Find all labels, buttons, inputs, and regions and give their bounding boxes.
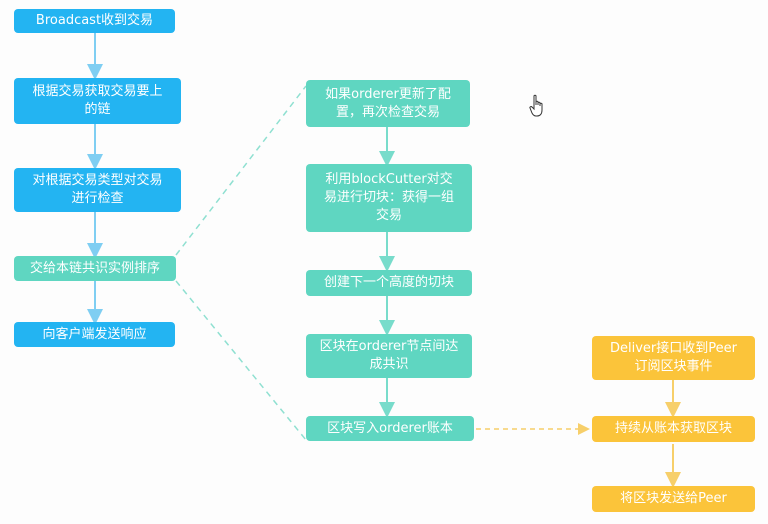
mid-step-create-block[interactable]: 创建下一个高度的切块 [306, 270, 472, 296]
right-step-send-to-peer[interactable]: 将区块发送给Peer [592, 486, 755, 512]
left-step-check-tx[interactable]: 对根据交易类型对交易 进行检查 [14, 168, 181, 212]
left-step-consensus-order[interactable]: 交给本链共识实例排序 [14, 256, 176, 281]
hand-cursor-icon [529, 94, 543, 117]
mid-step-block-cutter[interactable]: 利用blockCutter对交 易进行切块：获得一组 交易 [306, 164, 472, 232]
left-step-get-chain[interactable]: 根据交易获取交易要上 的链 [14, 78, 181, 124]
left-step-broadcast-receive[interactable]: Broadcast收到交易 [14, 9, 175, 33]
mid-step-recheck-config[interactable]: 如果orderer更新了配 置，再次检查交易 [306, 80, 470, 127]
mid-step-block-consensus[interactable]: 区块在orderer节点间达 成共识 [306, 334, 472, 378]
right-step-fetch-block[interactable]: 持续从账本获取区块 [592, 416, 755, 442]
dashed-connector-bottom [175, 280, 307, 441]
mid-step-write-ledger[interactable]: 区块写入orderer账本 [306, 416, 474, 441]
right-step-deliver-subscribe[interactable]: Deliver接口收到Peer 订阅区块事件 [592, 336, 755, 380]
left-step-send-response[interactable]: 向客户端发送响应 [14, 322, 175, 347]
dashed-connector-top [175, 85, 307, 256]
